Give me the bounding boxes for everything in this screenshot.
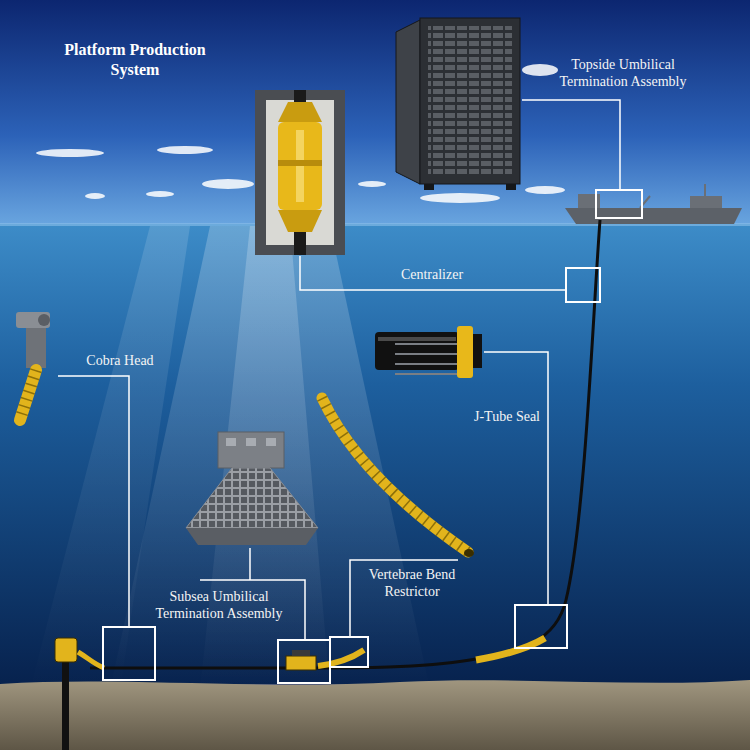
sky [0,0,750,226]
cloud [157,146,213,154]
part-label: Centralizer [390,266,474,283]
cloud [358,181,386,187]
part-label: Cobra Head [70,352,170,369]
cabinet-foot [424,184,434,190]
seabed [0,680,750,750]
cloud [202,179,254,189]
part-label: Vertebrae Bend Restrictor [358,566,466,600]
seal-rod [395,343,458,345]
ship-deckhouse [690,196,722,208]
cabinet-foot [506,184,516,190]
bend-restrictor [78,652,104,668]
suta-seabed [286,656,316,670]
j-tube-seal-illustration [375,326,482,378]
part-label: Topside Umbilical Termination Assembly [548,56,698,90]
cloud [420,193,500,203]
leader-line [300,256,566,290]
highlight-boxes [103,190,642,683]
cloud [85,193,105,199]
cabinet-door [396,20,420,184]
suta-connector [266,438,276,446]
j-tube [375,332,459,370]
cobra-tube [20,370,36,420]
suta-frame [186,468,318,528]
seal-ring [457,326,473,378]
bore [266,100,334,245]
suta-connector [246,438,256,446]
bend-restrictor-end [464,549,474,557]
centralizer-band [278,160,322,166]
centralizer-illustration [255,90,345,255]
centralizer-cap [278,210,322,232]
cobra-head-seabed [55,638,77,662]
vertebrae-joints [322,398,468,552]
highlight-box [566,268,600,302]
bend-restrictor [322,398,468,552]
suta-illustration [186,432,318,545]
ship-mast [704,184,706,196]
suta-connector [226,438,236,446]
cloud [36,149,104,157]
suta-base [186,528,318,545]
cloud [522,64,558,76]
suta-seabed-top [292,650,310,656]
cloud [146,191,174,197]
centralizer-body [278,122,322,210]
part-label: J-Tube Seal [442,408,540,425]
diagram-title: Platform Production System [50,40,220,80]
leader-lines [58,100,620,640]
cobra-plate [16,312,50,328]
seal-rods [395,344,458,374]
highlight-box [596,190,642,218]
leader-line [484,352,548,605]
cabinet [396,18,520,190]
vertebrae-illustration [322,398,474,557]
bend-restrictor [318,650,364,666]
part-label: Subsea Umbilical Termination Assembly [140,588,298,622]
ship-hull [565,208,742,224]
cobra-tube-joints [20,370,36,420]
cloud [525,186,565,194]
leader-line [58,376,129,627]
centralizer-cap [278,102,322,122]
umbilical-cable [90,220,600,668]
casing [255,90,345,255]
leader-line [522,100,620,190]
ship [565,184,742,224]
highlight-box [103,627,155,680]
cobra-body [26,328,46,368]
umbilical [55,220,600,750]
seal-rod [395,373,458,375]
j-tube-end [473,334,482,368]
cabinet-body [420,18,520,184]
highlight-box [330,637,368,667]
highlight-box [515,605,567,648]
well-pipe [62,660,69,750]
cobra-head-illustration [16,312,50,420]
light-rays [30,226,430,690]
suta-head [218,432,284,468]
highlight-box [278,640,330,683]
cobra-valve [38,314,50,326]
seal-rod [395,363,458,365]
cabinet-racks [428,26,512,176]
seal-rod [395,353,458,355]
j-tube-highlight [378,337,456,341]
